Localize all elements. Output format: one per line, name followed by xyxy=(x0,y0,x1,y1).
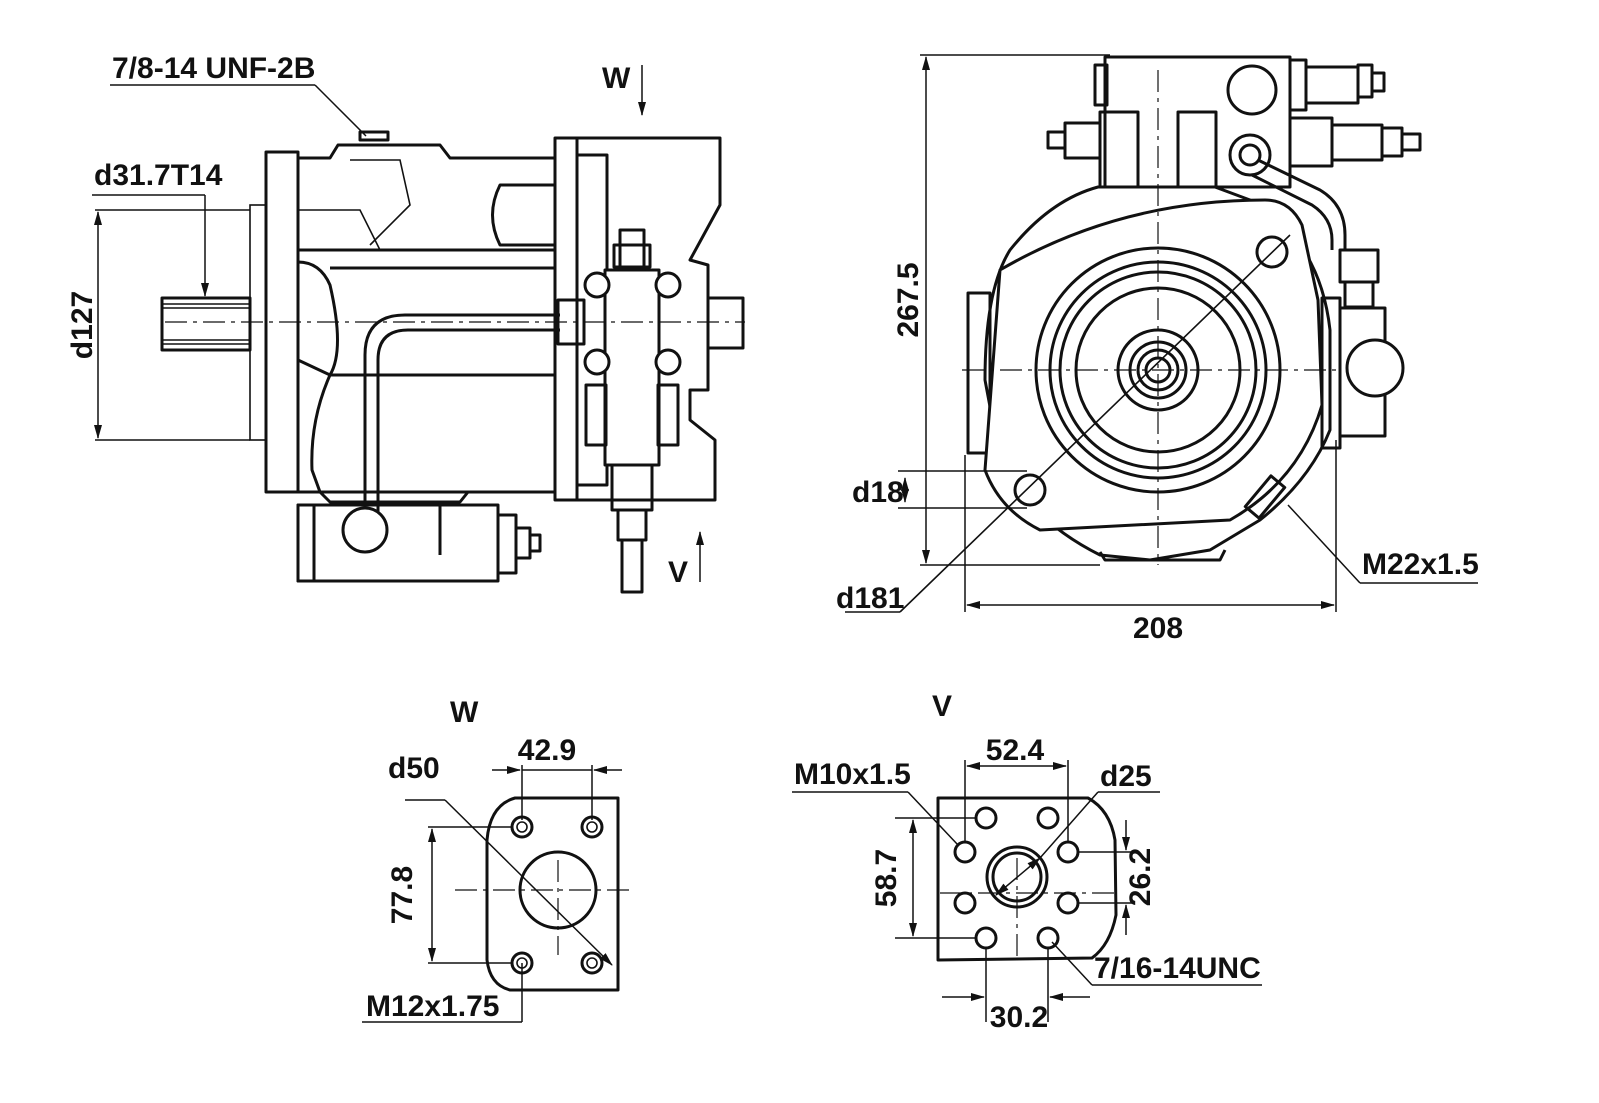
view-w-marker-label: W xyxy=(602,62,631,95)
v-thread-metric-label: M10x1.5 xyxy=(794,758,911,791)
shaft-spline-label: d31.7T14 xyxy=(94,159,223,192)
bottom-port-block xyxy=(296,503,542,583)
w-thread-label: M12x1.75 xyxy=(366,990,499,1023)
dim-height: 267.5 xyxy=(892,54,1110,566)
side-port-block xyxy=(966,291,1405,455)
dim-w-thread: M12x1.75 xyxy=(362,963,523,1023)
w-spacing-v-label: 77.8 xyxy=(386,866,419,924)
dim-w-bore: d50 xyxy=(388,752,613,966)
dim-v-thread-unc: 7/16-14UNC xyxy=(1051,941,1262,986)
port-w-title: W xyxy=(450,696,479,729)
mount-hole-lower xyxy=(1013,473,1047,507)
v-spacing-v-inner-label: 26.2 xyxy=(1124,848,1157,906)
pilot-diameter-label: d127 xyxy=(66,291,99,359)
dim-v-spacing-v-inner: 26.2 xyxy=(1078,820,1157,935)
front-pipe xyxy=(1251,158,1380,309)
side-view: d127 d31.7T14 7/8-14 UNF-2B W V xyxy=(66,52,745,594)
dim-w-spacing-h: 42.9 xyxy=(492,734,622,820)
dim-w-spacing-v: 77.8 xyxy=(386,826,512,964)
dim-v-spacing-v-outer: 58.7 xyxy=(870,817,976,939)
front-view: 267.5 208 d18 d181 M22x1.5 xyxy=(836,54,1479,645)
dim-v-spacing-h-outer: 52.4 xyxy=(964,734,1069,842)
dim-v-bore: d25 xyxy=(1039,760,1160,859)
pump-housing xyxy=(296,248,557,504)
housing-top-block xyxy=(296,130,557,252)
v-thread-unc-label: 7/16-14UNC xyxy=(1094,952,1261,985)
dim-shaft-spline: d31.7T14 xyxy=(92,159,223,297)
view-v-marker: V xyxy=(668,531,704,589)
dim-bolt-circle: d181 xyxy=(836,582,904,615)
control-valve xyxy=(583,228,745,594)
drain-port-label: M22x1.5 xyxy=(1362,548,1479,581)
bolt-circle-label: d181 xyxy=(836,582,904,615)
port-v-flange xyxy=(936,796,1118,962)
port-v-detail: V 52.4 30.2 xyxy=(792,690,1262,1034)
v-bore-label: d25 xyxy=(1100,760,1152,793)
port-v-title: V xyxy=(932,690,952,723)
v-spacing-v-outer-label: 58.7 xyxy=(870,849,903,907)
dim-v-thread-metric: M10x1.5 xyxy=(792,758,959,846)
w-bore-label: d50 xyxy=(388,752,440,785)
w-spacing-h-label: 42.9 xyxy=(518,734,576,767)
dim-v-spacing-h-inner: 30.2 xyxy=(942,948,1090,1034)
port-w-holes xyxy=(510,815,604,975)
dim-drain-port: M22x1.5 xyxy=(1287,504,1479,584)
view-v-marker-label: V xyxy=(668,556,688,589)
external-pipe xyxy=(363,298,586,520)
dim-port-thread: 7/8-14 UNF-2B xyxy=(110,52,367,137)
width-label: 208 xyxy=(1133,612,1183,645)
mount-hole-label: d18 xyxy=(852,476,904,509)
dim-width: 208 xyxy=(964,440,1337,645)
port-w-detail: W 42.9 77.8 d50 xyxy=(362,696,630,1023)
height-label: 267.5 xyxy=(892,262,925,337)
drain-port xyxy=(1243,474,1287,520)
v-spacing-h-outer-label: 52.4 xyxy=(986,734,1045,767)
mount-hole-upper xyxy=(1255,235,1289,269)
port-w-flange xyxy=(485,796,620,992)
v-spacing-h-inner-label: 30.2 xyxy=(990,1001,1048,1034)
top-valve-block xyxy=(1046,55,1422,189)
dim-pilot-diameter: d127 xyxy=(66,209,250,441)
view-w-marker: W xyxy=(602,62,646,116)
port-thread-label: 7/8-14 UNF-2B xyxy=(112,52,315,85)
drive-shaft xyxy=(160,296,252,352)
dim-mount-hole: d18 xyxy=(852,470,1027,509)
